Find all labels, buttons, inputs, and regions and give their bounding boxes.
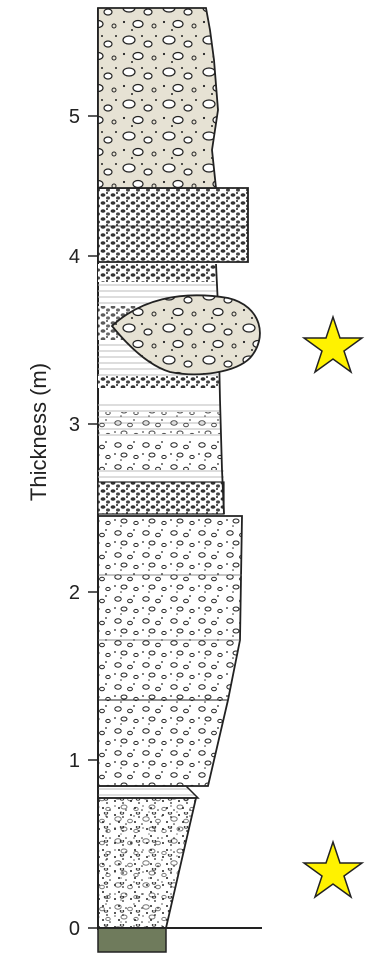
y-tick-label-0: 0 xyxy=(69,918,80,940)
base-unit xyxy=(98,928,166,952)
bed-middle-conglomerate xyxy=(98,516,242,786)
star-icon xyxy=(304,842,362,897)
bed-pebble-band-2 xyxy=(98,412,220,434)
bed-top-conglomerate xyxy=(98,8,218,188)
y-axis-title: Thickness (m) xyxy=(26,363,51,501)
y-tick-label-2: 2 xyxy=(69,582,80,604)
bed-thin-sand-step xyxy=(98,786,198,798)
star-icon xyxy=(304,317,362,372)
lower-star-marker xyxy=(304,842,362,897)
bed-dark-band-1 xyxy=(98,482,224,514)
bed-lamina-1 xyxy=(98,470,224,482)
y-tick-label-5: 5 xyxy=(69,106,80,128)
bed-pebble-band-1 xyxy=(98,440,222,470)
bed-dark-band-4 xyxy=(98,264,216,282)
upper-star-marker xyxy=(304,317,362,372)
y-tick-label-4: 4 xyxy=(69,246,80,268)
y-tick-label-1: 1 xyxy=(69,750,80,772)
y-axis: 0 1 2 3 4 5 Thickness (m) xyxy=(26,8,98,940)
y-tick-label-3: 3 xyxy=(69,414,80,436)
bed-dark-band-2 xyxy=(98,376,220,388)
bed-upper-pebble-bed xyxy=(98,188,248,262)
